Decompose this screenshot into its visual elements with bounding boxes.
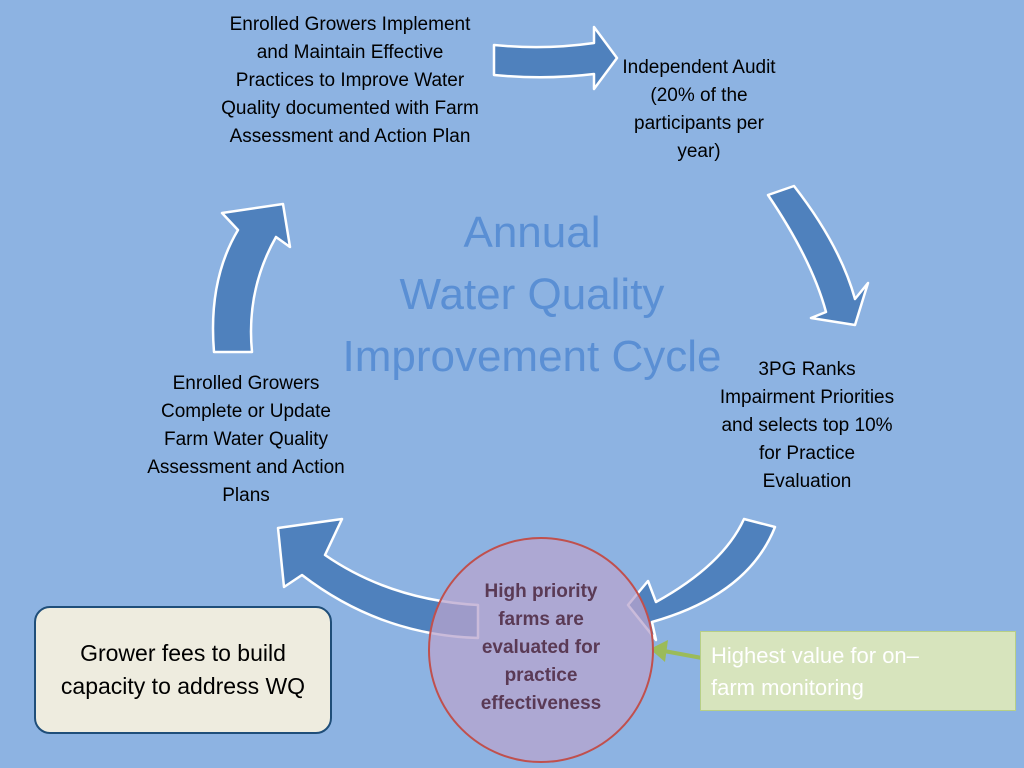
grower-fees-text: Grower fees to build capacity to address… — [60, 640, 306, 699]
diagram-title: Annual Water Quality Improvement Cycle — [320, 202, 744, 388]
arrow-evaluate-to-assess — [276, 517, 480, 640]
step-independent-audit: Independent Audit (20% of the participan… — [622, 57, 776, 162]
grower-fees-callout: Grower fees to build capacity to address… — [34, 606, 332, 734]
monitoring-pointer-line — [663, 649, 703, 660]
monitoring-value-text: Highest value for on–farm monitoring — [711, 643, 919, 700]
monitoring-pointer-head — [650, 640, 668, 662]
arrow-rank-to-evaluate — [626, 517, 777, 642]
step-assess-plans: Enrolled Growers Complete or Update Farm… — [147, 373, 345, 506]
evaluation-circle: High priority farms are evaluated for pr… — [428, 537, 654, 763]
title-line-2: Water Quality — [399, 270, 665, 319]
monitoring-value-callout: Highest value for on–farm monitoring — [700, 631, 1016, 711]
arrow-implement-to-audit — [492, 25, 619, 91]
step-implement-practices: Enrolled Growers Implement and Maintain … — [221, 14, 479, 147]
step-evaluate-farms: High priority farms are evaluated for pr… — [480, 581, 602, 714]
title-line-1: Annual — [463, 208, 601, 257]
arrow-audit-to-rank — [766, 184, 870, 327]
step-rank-priorities: 3PG Ranks Impairment Priorities and sele… — [719, 359, 895, 492]
arrow-assess-to-implement — [211, 202, 292, 354]
title-line-3: Improvement Cycle — [342, 332, 722, 381]
